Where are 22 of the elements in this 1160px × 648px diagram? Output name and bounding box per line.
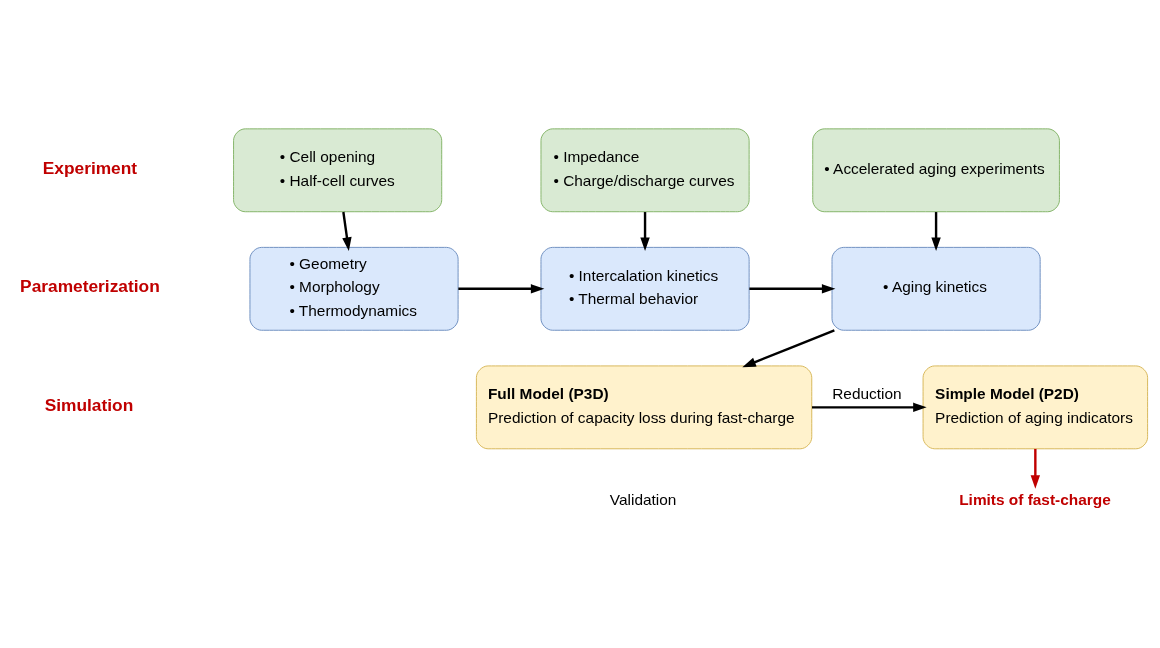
arrow	[640, 212, 650, 251]
arrow	[749, 284, 836, 294]
edge-label: Reduction	[832, 385, 902, 403]
node-box: • Geometry • Morphology • Thermodynamics	[249, 246, 459, 331]
label: Simulation	[44, 394, 134, 415]
node-box: • Intercalation kinetics • Thermal behavior	[540, 246, 750, 331]
arrow	[931, 212, 941, 251]
label: Experiment	[42, 157, 138, 178]
arrow	[342, 211, 352, 251]
arrow	[1030, 448, 1041, 489]
node-box: Simple Model (P2D) Prediction of aging indicators	[922, 365, 1149, 450]
arrow	[812, 402, 927, 413]
node-box: • Aging kinetics	[831, 246, 1041, 331]
node-box: • Impedance • Charge/discharge curves	[540, 128, 750, 213]
arrow	[742, 329, 835, 368]
node-box: • Accelerated aging experiments	[812, 128, 1060, 213]
label: Validation	[609, 491, 677, 509]
node-box: Full Model (P3D) Prediction of capacity loss during fast-charge	[475, 365, 813, 450]
node-box: • Cell opening • Half-cell curves	[233, 128, 443, 213]
label: Parameterization	[20, 276, 160, 297]
node-text: Limits of fast-charge	[959, 490, 1111, 508]
arrow	[458, 284, 545, 294]
